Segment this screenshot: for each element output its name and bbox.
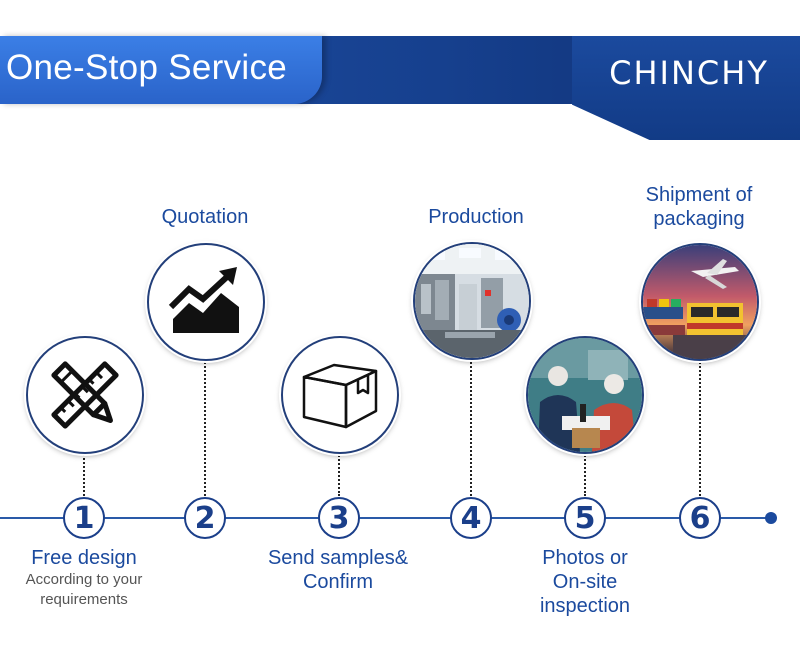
connector-step-6 bbox=[699, 358, 701, 496]
connector-step-5 bbox=[584, 452, 586, 496]
timeline-end-dot bbox=[765, 512, 777, 524]
step-6-image bbox=[641, 243, 759, 361]
step-5-label-line3: inspection bbox=[539, 595, 631, 617]
step-5-image bbox=[526, 336, 644, 454]
step-3-label-line2: Confirm bbox=[302, 571, 373, 593]
step-2-image bbox=[147, 243, 265, 361]
step-5-label-line1: Photos or bbox=[542, 547, 628, 569]
step-1-label: Free design bbox=[31, 547, 137, 569]
inspection-photo bbox=[528, 338, 642, 452]
step-4-label: Production bbox=[428, 206, 524, 228]
brand-logo-text: CHINCHY bbox=[609, 54, 769, 92]
step-number-1: 1 bbox=[63, 497, 105, 539]
step-number-4: 4 bbox=[450, 497, 492, 539]
step-1-image bbox=[26, 336, 144, 454]
connector-step-1 bbox=[83, 450, 85, 496]
trend-chart-icon bbox=[168, 267, 239, 333]
timeline-line bbox=[0, 517, 772, 519]
connector-step-3 bbox=[338, 452, 340, 496]
step-6-label-line1: Shipment of bbox=[645, 184, 753, 206]
connector-step-4 bbox=[470, 357, 472, 496]
step-2-label: Quotation bbox=[161, 206, 249, 228]
step-number-2: 2 bbox=[184, 497, 226, 539]
page-title: One-Stop Service bbox=[6, 48, 288, 87]
box-icon bbox=[302, 363, 378, 429]
step-3-image bbox=[281, 336, 399, 454]
step-number-6: 6 bbox=[679, 497, 721, 539]
step-1-sublabel-line1: According to your bbox=[25, 571, 143, 588]
shipping-photo bbox=[643, 245, 757, 359]
step-number-3: 3 bbox=[318, 497, 360, 539]
step-number-5: 5 bbox=[564, 497, 606, 539]
step-3-label-line1: Send samples& bbox=[267, 547, 409, 569]
connector-step-2 bbox=[204, 357, 206, 496]
step-1-sublabel-line2: requirements bbox=[40, 591, 128, 608]
step-4-image bbox=[413, 242, 531, 360]
pencil-ruler-icon bbox=[51, 361, 119, 429]
factory-photo bbox=[415, 244, 529, 358]
header-title-tab bbox=[0, 36, 322, 104]
step-5-label-line2: On-site bbox=[552, 571, 618, 593]
step-6-label-line2: packaging bbox=[653, 208, 745, 230]
